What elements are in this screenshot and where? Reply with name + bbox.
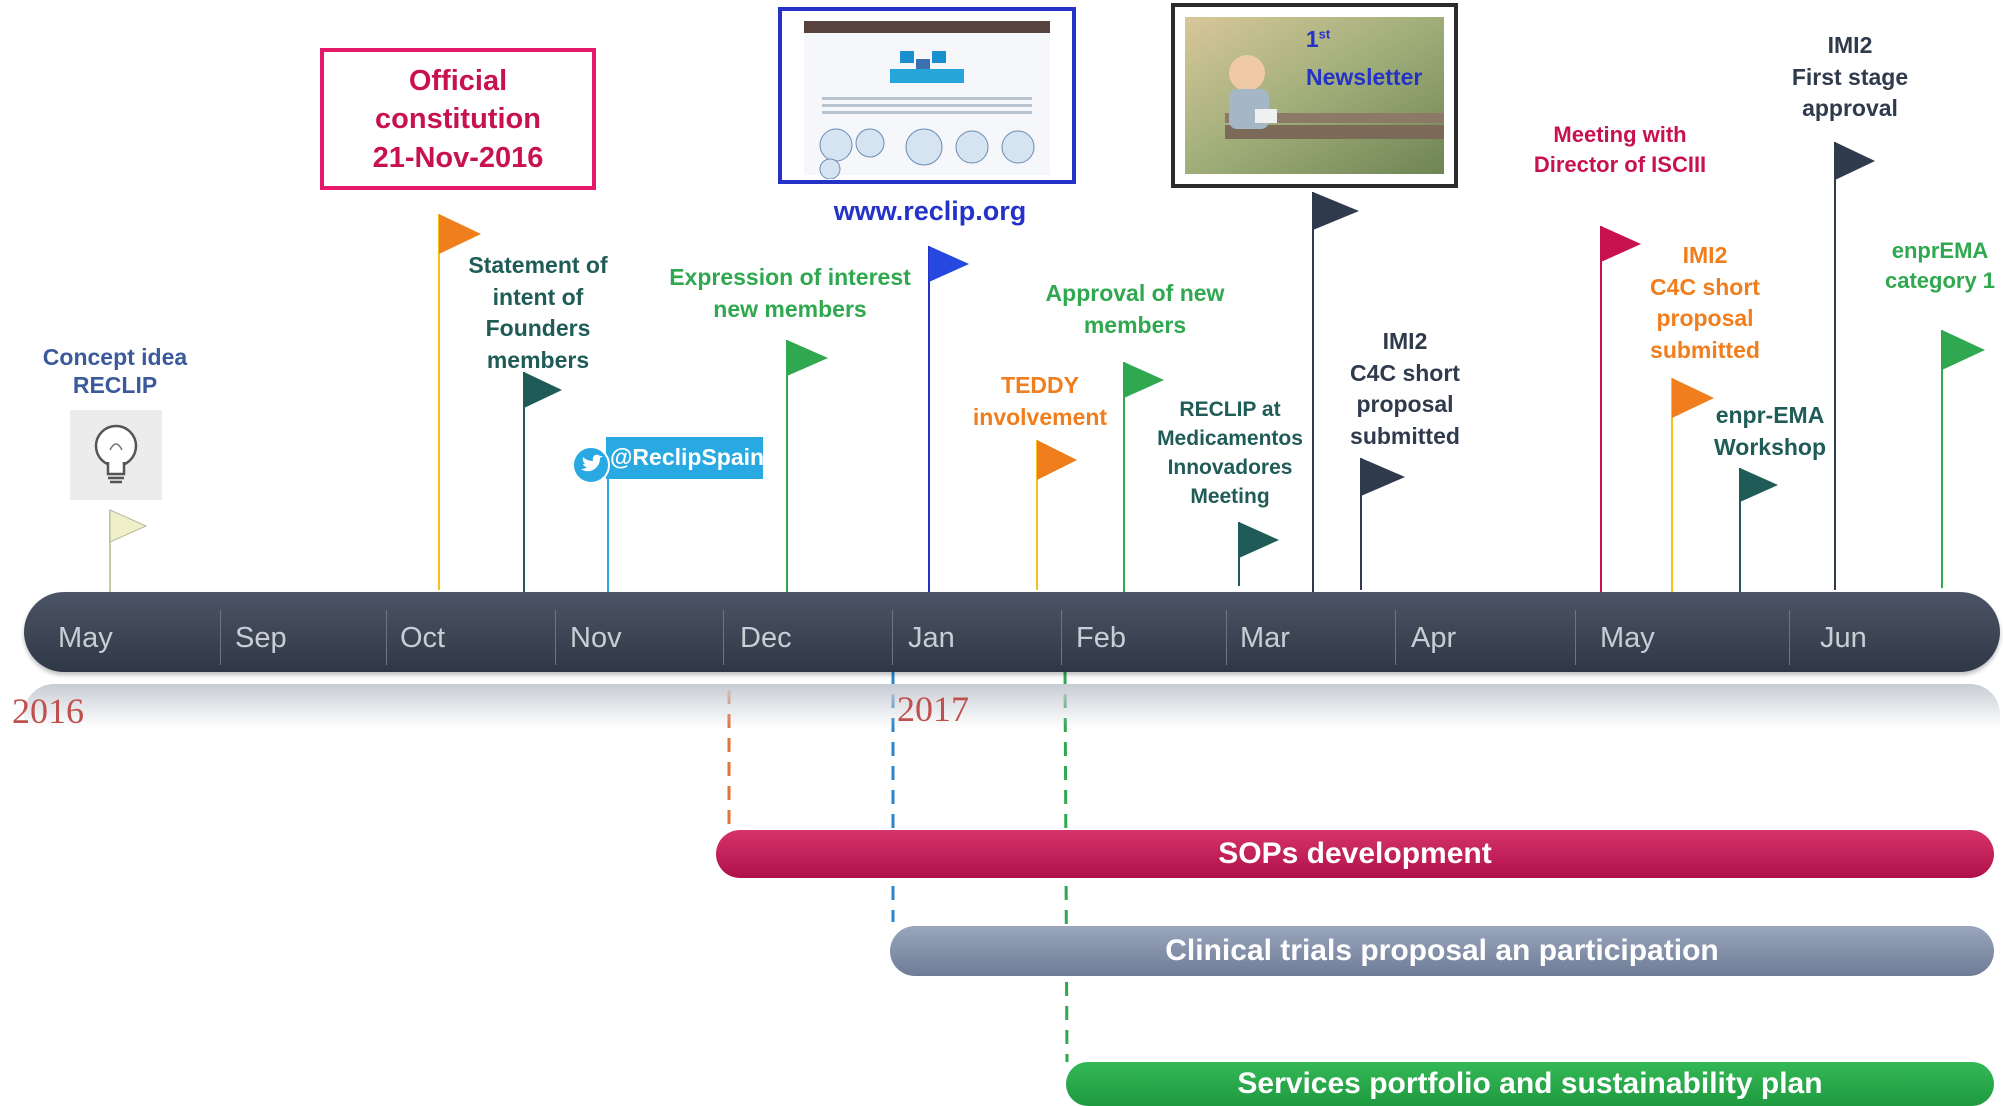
event-enprema-category: enprEMA category 1	[1884, 238, 1996, 294]
month-separator	[1789, 610, 1790, 665]
bar-sops-label: SOPs development	[1218, 837, 1492, 870]
event-imi2-c4c-apr: IMI2 C4C short proposal submitted	[1350, 328, 1460, 450]
website-text-thumb	[822, 111, 1032, 114]
month-label-jun: Jun	[1820, 622, 1867, 654]
timeline-bar	[24, 592, 2000, 672]
twitter-badge[interactable]	[606, 437, 763, 479]
flag-medicamentos	[1238, 522, 1279, 586]
flag-meeting-isciii	[1600, 226, 1641, 594]
reclip-logo-icon	[890, 51, 964, 83]
flag-official-constitution	[438, 214, 481, 590]
newsletter-number: 1	[1305, 26, 1319, 52]
timeline-reflection	[24, 684, 2000, 728]
flag-teddy	[1036, 440, 1077, 590]
flag-statement-intent	[523, 372, 562, 592]
month-separator	[1395, 610, 1396, 665]
flag-website	[928, 246, 969, 592]
month-label-sep: Sep	[235, 622, 287, 654]
event-enpr-workshop: enpr-EMA Workshop	[1713, 402, 1827, 460]
month-separator	[723, 610, 724, 665]
flag-newsletter	[1312, 192, 1359, 594]
flag-enpr-workshop	[1739, 468, 1778, 594]
event-website-url[interactable]: www.reclip.org	[833, 196, 1027, 226]
month-separator	[386, 610, 387, 665]
flag-imi2-first-stage	[1834, 142, 1875, 590]
event-expression-interest: Expression of interest new members	[669, 264, 911, 322]
event-teddy: TEDDY involvement	[972, 372, 1108, 430]
event-newsletter: Newsletter	[1306, 64, 1423, 90]
bar-clinical-label: Clinical trials proposal an participatio…	[1165, 934, 1719, 967]
month-label-jan: Jan	[908, 622, 955, 654]
bar-sops-development: SOPs development	[716, 830, 1994, 878]
flag-expression-interest	[786, 340, 828, 592]
month-separator	[1575, 610, 1576, 665]
website-circles-thumb	[819, 128, 1035, 179]
website-screenshot[interactable]	[778, 7, 1076, 184]
year-label-2016: 2016	[12, 691, 84, 731]
month-separator	[892, 610, 893, 665]
website-text-thumb	[822, 97, 1032, 100]
month-separator	[1061, 610, 1062, 665]
flag-imi2-c4c-apr	[1360, 458, 1405, 590]
event-official-constitution: Official constitution 21-Nov-2016	[372, 65, 544, 174]
lightbulb-icon	[70, 410, 162, 500]
event-concept-idea: Concept idea RECLIP	[42, 344, 188, 398]
event-statement-intent: Statement of intent of Founders members	[468, 252, 608, 374]
event-twitter-handle: @ReclipSpain	[610, 444, 765, 470]
twitter-bird-icon	[572, 446, 610, 489]
flag-approval-members	[1123, 362, 1164, 592]
website-navbar-thumb	[804, 21, 1050, 33]
newsletter-superscript: st	[1318, 26, 1331, 42]
month-label-may-2016: May	[58, 622, 113, 654]
flag-enprema-category	[1941, 330, 1985, 588]
flag-concept-idea	[109, 509, 148, 592]
event-meeting-isciii: Meeting with Director of ISCIII	[1533, 122, 1707, 178]
bar-services-label: Services portfolio and sustainability pl…	[1237, 1067, 1823, 1100]
month-label-may-2017: May	[1600, 622, 1655, 654]
month-separator	[1226, 610, 1227, 665]
official-constitution-box	[320, 48, 596, 190]
child-reading-image	[1185, 17, 1444, 174]
month-label-nov: Nov	[570, 622, 622, 654]
newsletter-ordinal: 1st	[1303, 26, 1333, 54]
bar-services-portfolio: Services portfolio and sustainability pl…	[1066, 1062, 1994, 1106]
event-medicamentos: RECLIP at Medicamentos Innovadores Meeti…	[1157, 398, 1303, 508]
event-imi2-first-stage: IMI2 First stage approval	[1791, 32, 1909, 122]
website-text-thumb	[822, 104, 1032, 107]
event-imi2-c4c-may: IMI2 C4C short proposal submitted	[1650, 242, 1760, 364]
month-label-feb: Feb	[1076, 622, 1126, 654]
month-label-oct: Oct	[400, 622, 446, 654]
month-label-mar: Mar	[1240, 622, 1290, 654]
month-separator	[220, 610, 221, 665]
year-label-2017: 2017	[897, 689, 969, 729]
month-label-apr: Apr	[1411, 622, 1457, 654]
flag-imi2-c4c-may	[1671, 378, 1714, 592]
bar-clinical-trials: Clinical trials proposal an participatio…	[890, 926, 1994, 976]
event-approval-members: Approval of new members	[1045, 280, 1225, 338]
month-label-dec: Dec	[740, 622, 792, 654]
month-separator	[555, 610, 556, 665]
newsletter-photo	[1171, 3, 1458, 188]
